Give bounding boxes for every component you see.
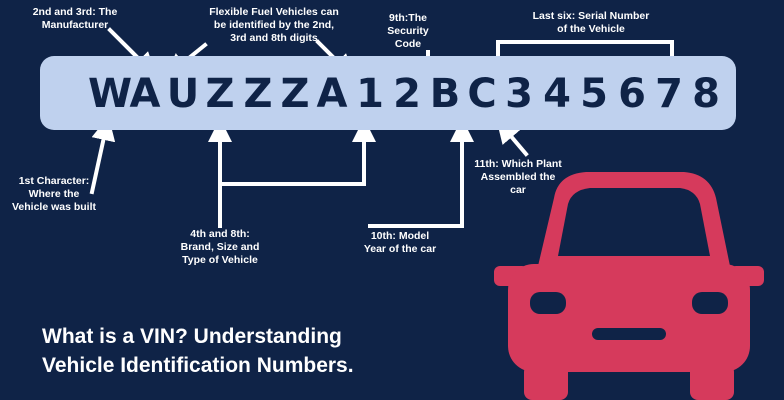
model-year-connector [368,118,474,228]
vin-char-7: A [316,71,348,117]
vin-char-13: 4 [543,71,571,117]
vin-char-16: 7 [655,71,683,117]
label-security: 9th:The Security Code [380,12,436,51]
vin-char-11: C [467,71,497,117]
label-line: Year of the car [363,243,437,255]
brand-bracket [218,132,366,186]
serial-bracket [496,40,674,68]
vin-char-3: U [166,71,200,117]
label-line: of the Vehicle [557,23,625,35]
vin-char-1: W [88,71,133,117]
label-line: 1st Character: [18,175,90,187]
label-serial: Last six: Serial Number of the Vehicle [516,10,666,36]
title-line: Vehicle Identification Numbers. [42,354,354,377]
label-line: be identified by the 2nd, [213,19,335,31]
vin-bar [40,56,736,130]
arrow-plant [496,118,529,157]
vin-char-9: 2 [393,71,421,117]
title-line: What is a VIN? Understanding [42,325,342,348]
label-manufacturer: 2nd and 3rd: The Manufacturer [20,6,130,32]
label-line: Code [394,38,422,50]
vin-char-6: Z [280,71,310,117]
label-line: Vehicle was built [11,201,97,213]
label-line: 4th and 8th: [190,228,250,240]
vin-char-12: 3 [505,71,533,117]
arrow-first-char [89,116,116,195]
label-line: Manufacturer [41,19,109,31]
label-plant: 11th: Which Plant Assembled the car [468,158,568,197]
label-line: Brand, Size and [180,241,260,253]
vin-char-8: 1 [356,71,384,117]
vin-char-17: 8 [692,71,720,117]
label-line: Last six: Serial Number [532,10,650,22]
label-line: 2nd and 3rd: The [32,6,118,18]
label-line: Security [387,25,429,37]
vin-char-14: 5 [580,71,608,117]
vin-char-2: A [129,71,161,117]
label-line: Assembled the [480,171,556,183]
label-model-year: 10th: Model Year of the car [352,230,448,256]
label-line: car [510,184,526,196]
label-flex-fuel: Flexible Fuel Vehicles can be identified… [196,6,352,45]
vin-char-4: Z [205,71,235,117]
label-line: 11th: Which Plant [474,158,562,170]
vin-char-5: Z [243,71,273,117]
label-line: Type of Vehicle [182,254,258,266]
label-line: Where the [28,188,80,200]
label-line: 10th: Model [370,230,430,242]
page-title: What is a VIN? Understanding Vehicle Ide… [42,322,462,380]
car-icon [494,172,764,400]
label-line: Flexible Fuel Vehicles can [209,6,339,18]
label-line: 3rd and 8th digits [230,32,318,44]
label-first-char: 1st Character: Where the Vehicle was bui… [6,175,102,214]
vin-char-15: 6 [618,71,646,117]
label-brand: 4th and 8th: Brand, Size and Type of Veh… [170,228,270,267]
label-line: 9th:The [389,12,427,24]
vin-char-10: B [429,71,461,117]
